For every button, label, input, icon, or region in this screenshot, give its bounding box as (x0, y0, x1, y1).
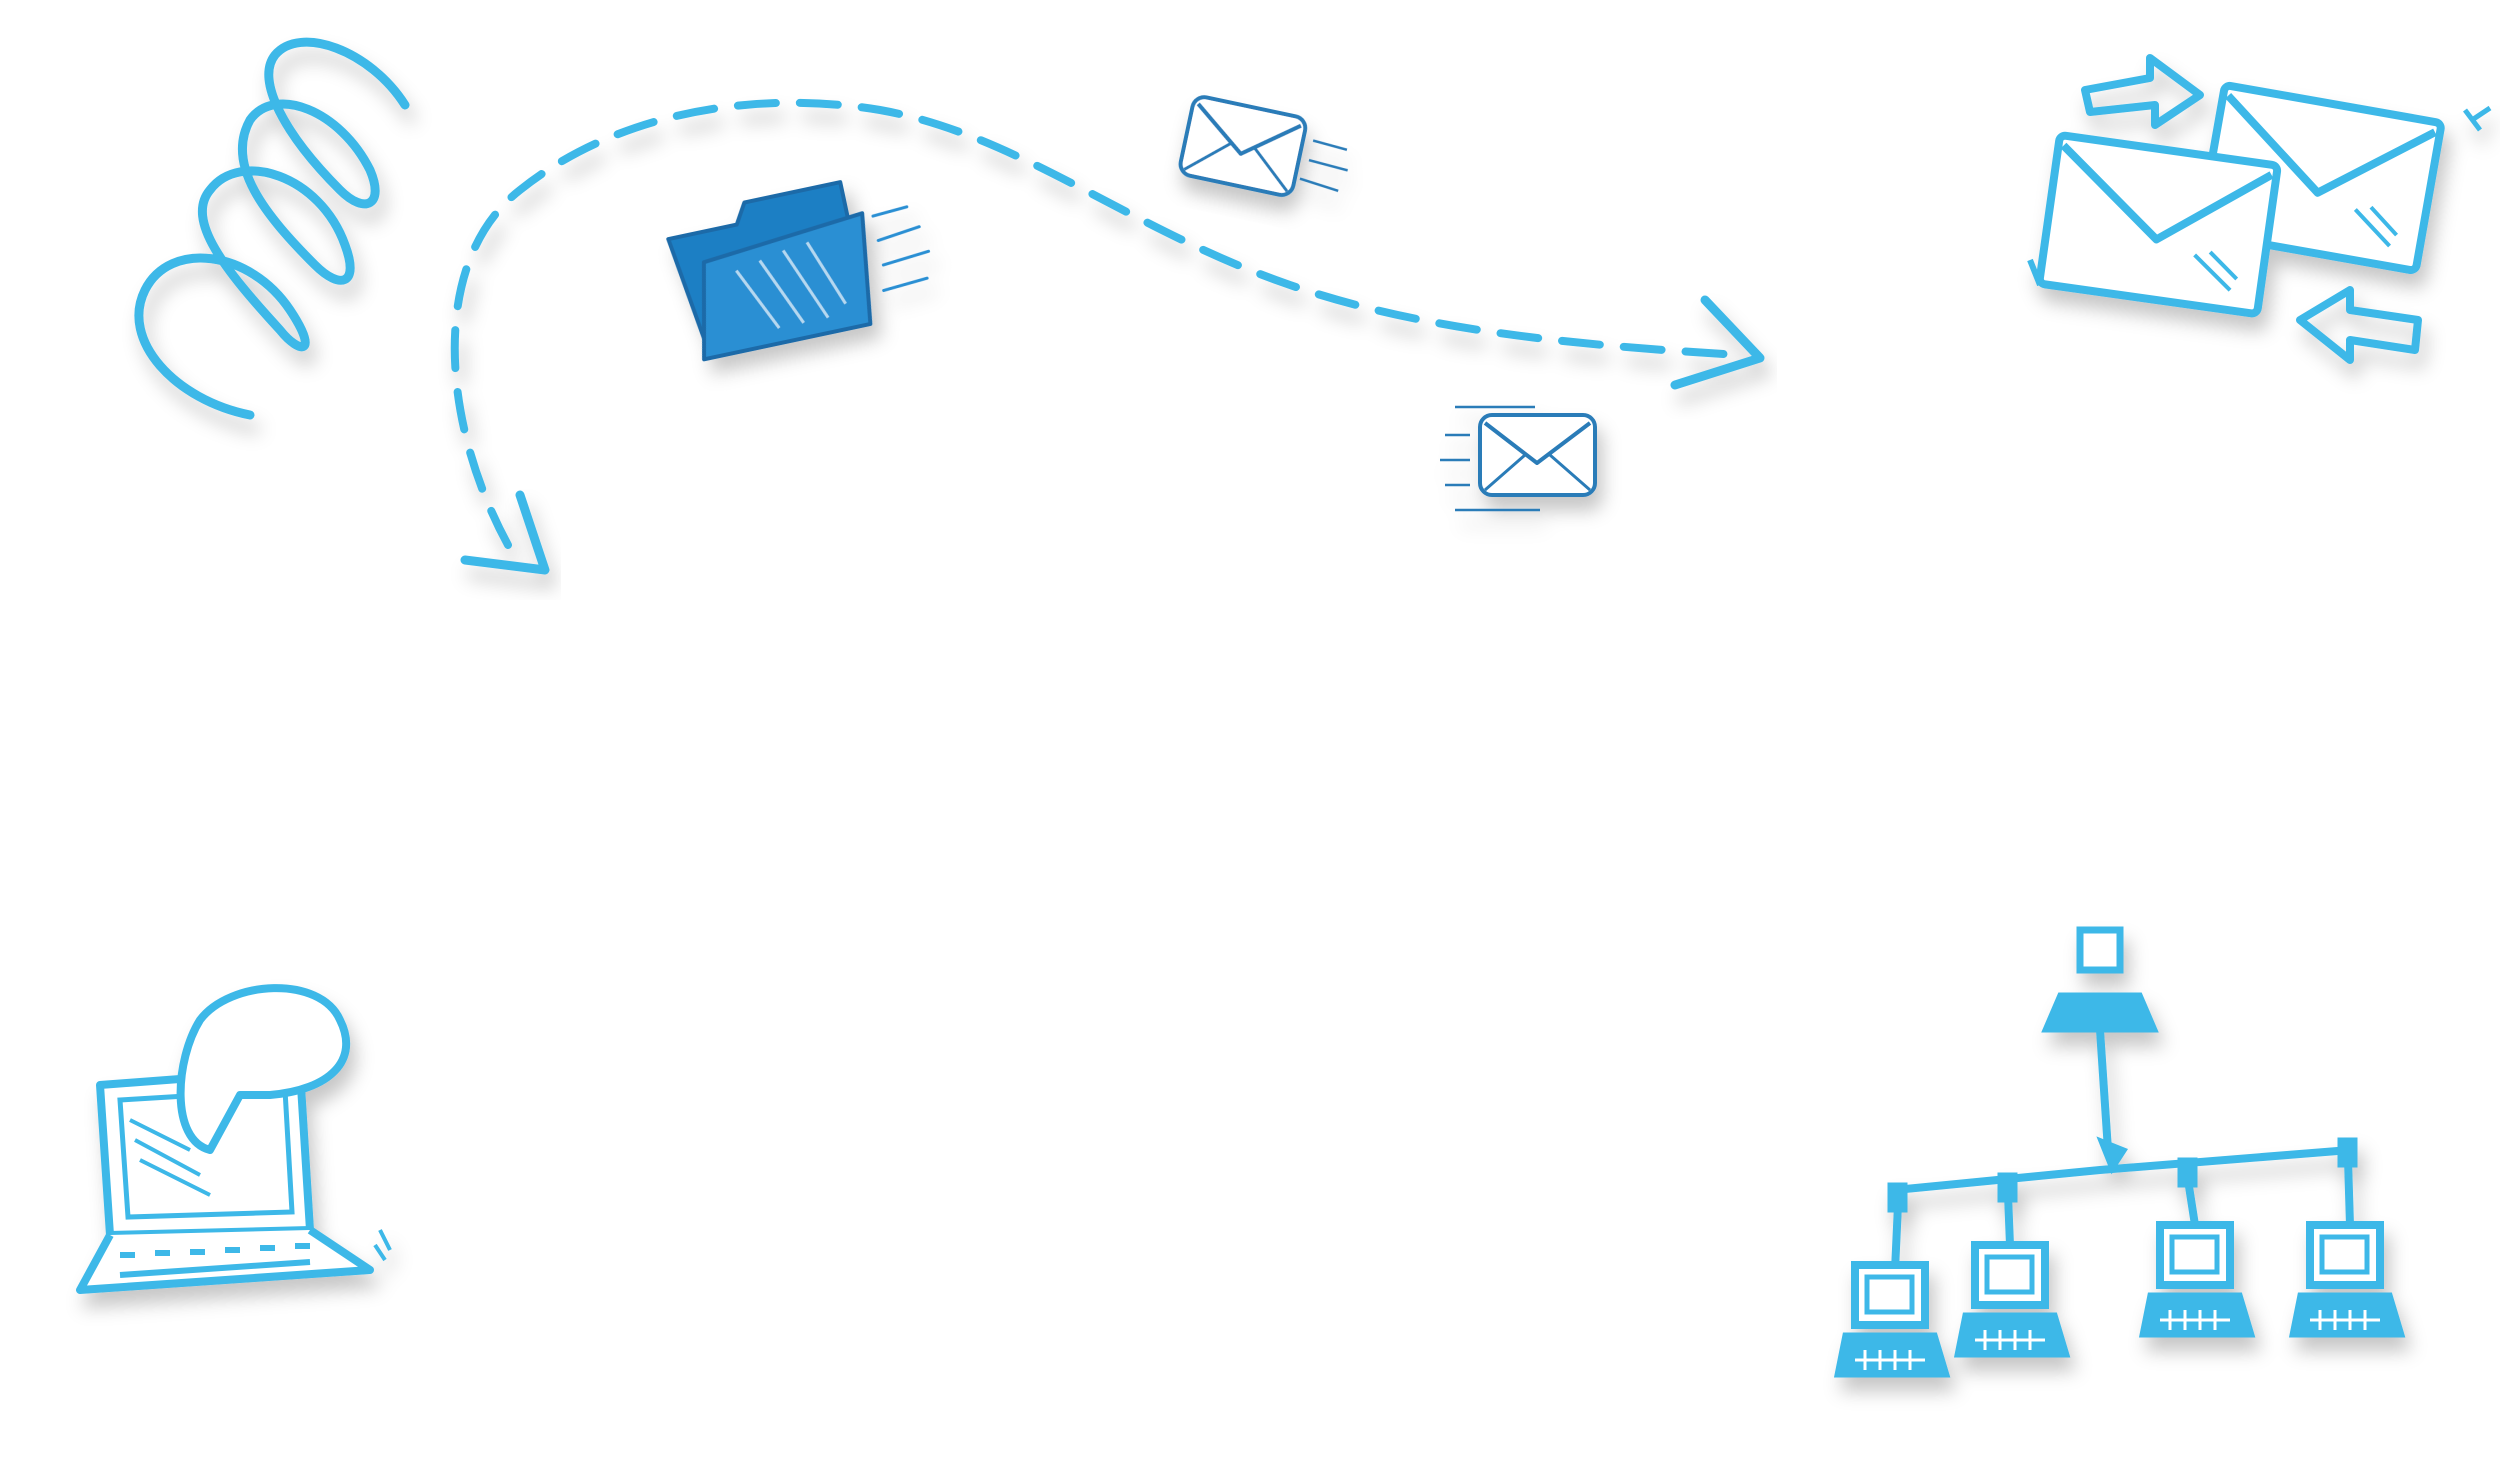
envelope-icon (1440, 405, 1597, 512)
network-hierarchy-icon (1833, 926, 2406, 1378)
envelope-icon (1178, 95, 1348, 197)
double-envelope-exchange-icon (2027, 54, 2492, 364)
folder-icon (666, 180, 931, 362)
laptop-chat-icon (76, 984, 392, 1294)
dashed-arrow-icon (450, 98, 1765, 575)
spiral-icon (134, 37, 410, 420)
